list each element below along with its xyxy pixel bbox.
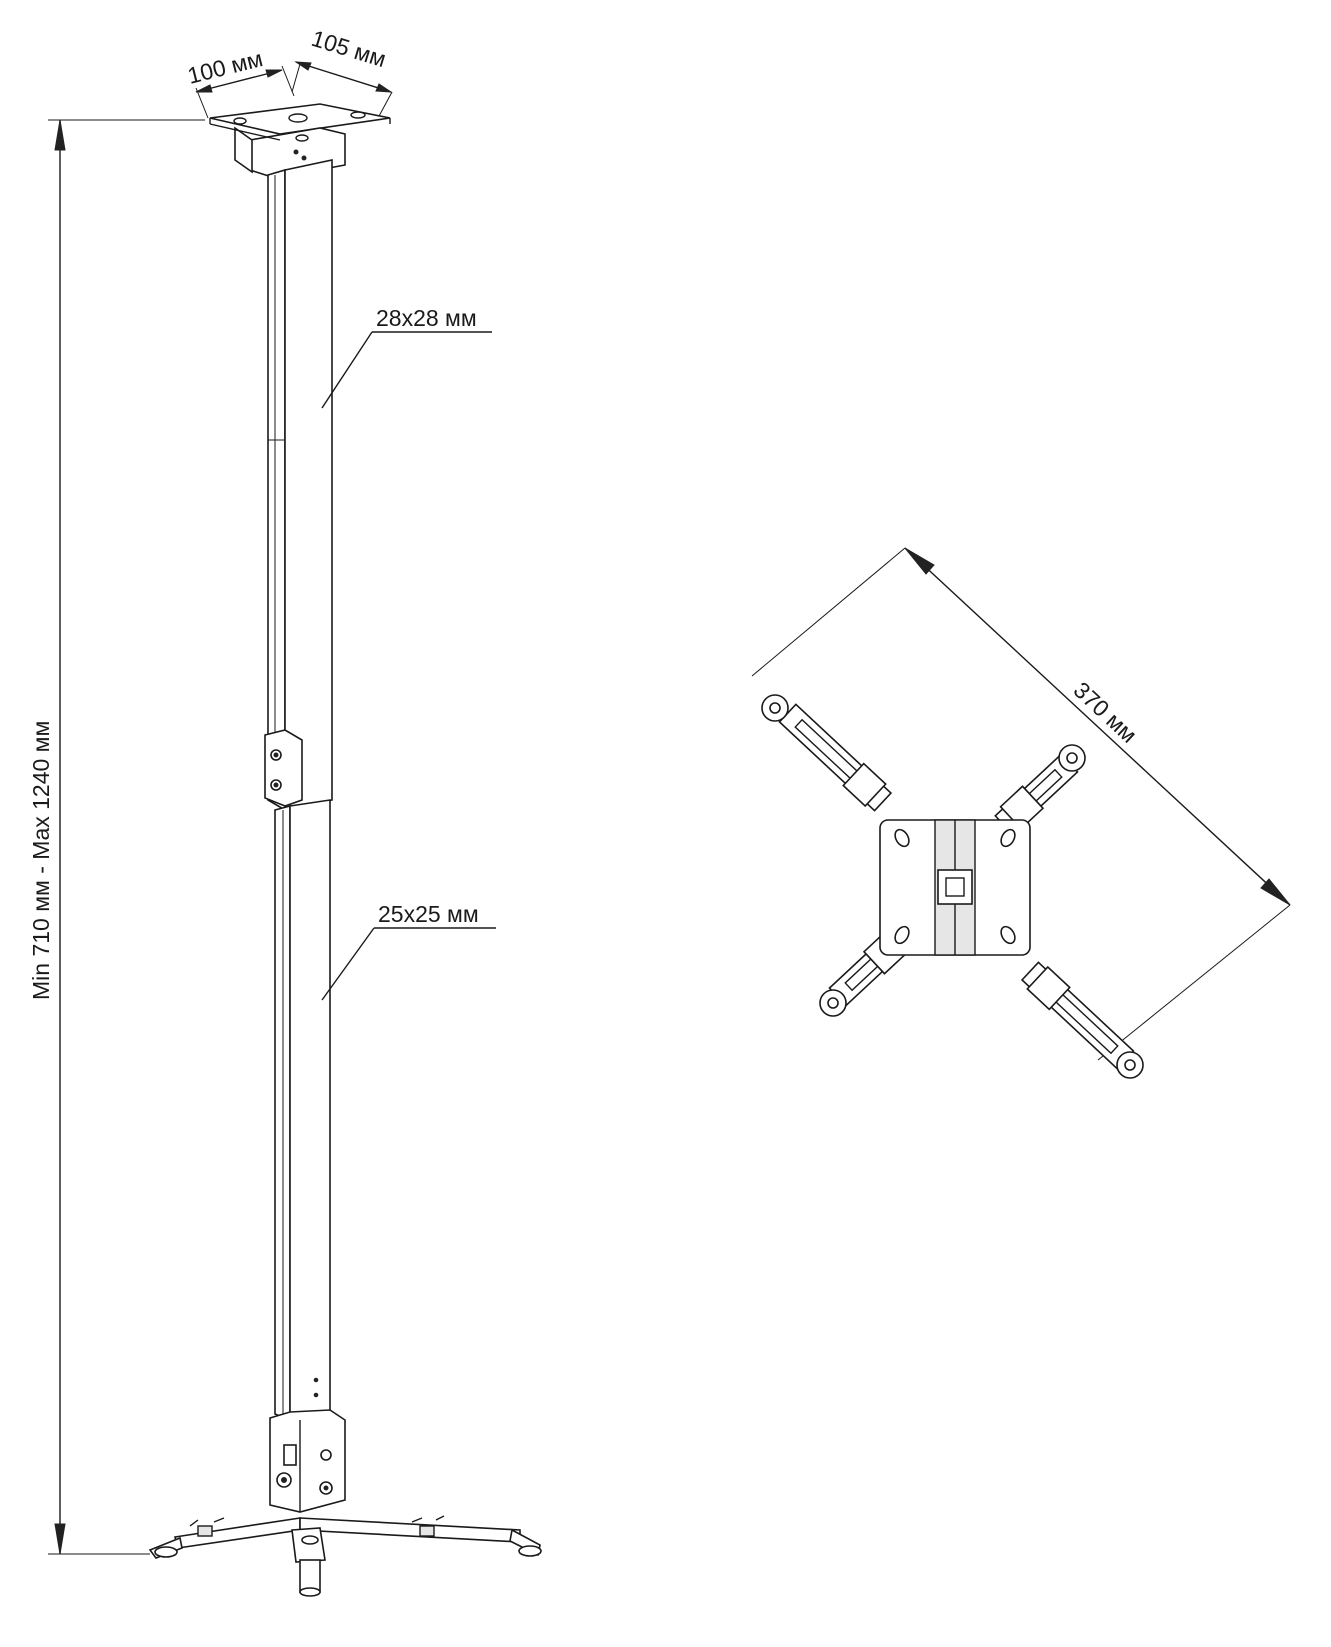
ceiling-pole-view: Min 710 мм - Max 1240 мм 100 мм 105 мм [28,25,542,1597]
arm-span-label: 370 мм [1069,677,1143,748]
lower-tube [274,799,331,1422]
bracket-width-label: 100 мм [185,45,265,89]
upper-tube-leader [321,331,373,409]
bracket-depth-label: 105 мм [309,25,390,72]
spider-top-view: 370 мм [751,547,1291,1079]
height-range-label: Min 710 мм - Max 1240 мм [28,721,54,1000]
center-plate [879,819,1031,956]
tilt-joint [269,1409,346,1513]
bracket-dimensions [195,61,393,119]
lower-tube-label: 25x25 мм [378,901,479,927]
arm-span-dimension [751,547,1291,1061]
lower-tube-leader [321,927,375,1001]
upper-tube-label: 28x28 мм [376,305,477,331]
height-dimension [48,119,205,1555]
spider-legs [148,1515,542,1597]
upper-tube [264,159,333,812]
